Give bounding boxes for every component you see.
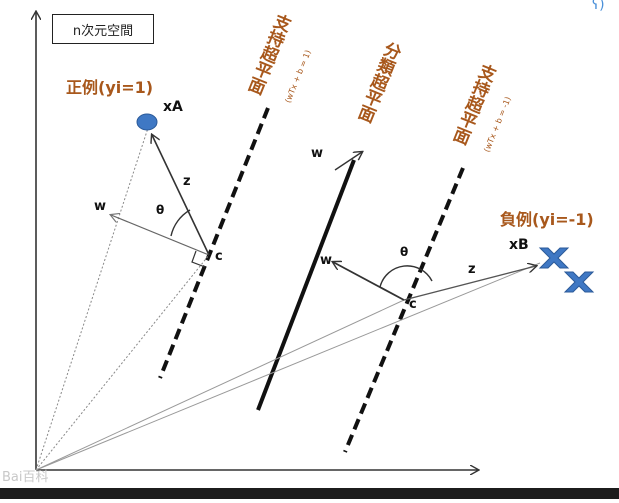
- watermark: Bai百科: [2, 470, 49, 485]
- angle-arc-left: [170, 209, 191, 237]
- vector-z-left: [152, 135, 210, 256]
- vector-w-right-label: w: [320, 253, 333, 268]
- support-hyperplane-negative: [343, 167, 465, 453]
- origin-to-xB: [35, 262, 541, 471]
- vector-w-separating: [334, 152, 362, 171]
- vector-w-left-label: w: [94, 199, 107, 214]
- vector-z-right-label: z: [468, 262, 476, 277]
- point-c-right-label: c: [409, 297, 417, 312]
- point-xB-marker: [538, 247, 595, 293]
- right-angle-mark: [191, 250, 206, 268]
- corner-glyph: ʕ): [592, 0, 605, 13]
- origin-to-c-right: [35, 299, 405, 471]
- vector-z-right: [403, 266, 536, 301]
- space-label: n次元空間: [52, 14, 154, 44]
- origin-to-xA: [35, 127, 149, 471]
- bottom-bar: [0, 488, 619, 499]
- vector-z-left-label: z: [183, 174, 191, 189]
- negative-class-label: 負例(yi=-1): [500, 210, 594, 229]
- angle-left-label: θ: [156, 203, 165, 217]
- point-xB-label: xB: [509, 237, 529, 253]
- vector-w-right: [333, 262, 405, 301]
- point-xA-label: xA: [163, 99, 183, 115]
- angle-right-label: θ: [400, 245, 409, 259]
- point-c-left-label: c: [215, 249, 223, 264]
- point-xA-marker: [136, 113, 158, 131]
- origin-to-c-left: [35, 254, 210, 471]
- vector-w-separating-label: w: [311, 146, 324, 161]
- positive-class-label: 正例(yi=1): [66, 78, 154, 97]
- separating-hyperplane: [256, 159, 356, 411]
- support-hyperplane-positive: [158, 107, 270, 379]
- angle-arc-right: [379, 265, 433, 288]
- vector-w-left: [111, 215, 210, 256]
